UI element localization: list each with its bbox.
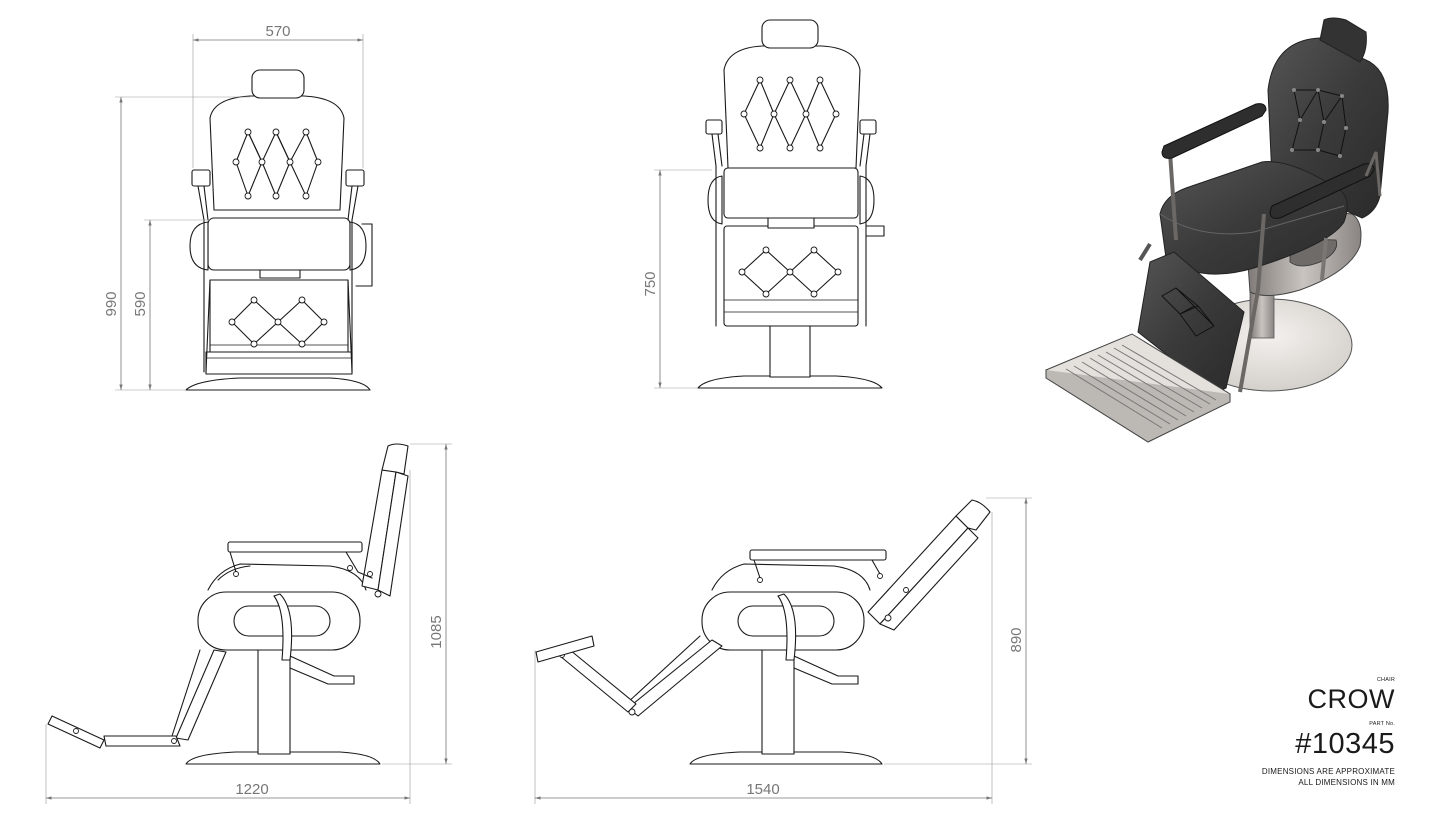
part-number: #10345 xyxy=(1295,728,1395,760)
dimension-seat-height: 590 xyxy=(132,219,210,390)
dimension-label-1540: 1540 xyxy=(746,781,779,798)
part-number-label: PART No. xyxy=(1369,721,1395,727)
title-block: CHAIR CROW PART No. #10345 DIMENSIONS AR… xyxy=(1135,676,1395,788)
model-name: CROW xyxy=(1307,684,1395,714)
dimension-front-width: 570 xyxy=(192,23,364,168)
rear-view xyxy=(697,19,885,389)
dimension-label-1220: 1220 xyxy=(235,781,268,798)
reclined-view xyxy=(535,499,991,765)
note-units: ALL DIMENSIONS IN MM xyxy=(1298,778,1395,787)
dimension-label-890: 890 xyxy=(1008,627,1025,652)
dimension-rear-height: 750 xyxy=(642,169,712,389)
dimension-label-590: 590 xyxy=(132,291,149,316)
dimension-side-height: 1085 xyxy=(382,443,452,765)
side-view xyxy=(47,443,409,765)
dimension-label-990: 990 xyxy=(103,291,120,316)
dimension-label-750: 750 xyxy=(642,271,659,296)
dimension-label-1085: 1085 xyxy=(428,615,445,648)
isometric-render xyxy=(1044,17,1389,443)
front-view xyxy=(185,69,373,391)
dimension-side-length: 1220 xyxy=(45,470,411,804)
dimension-recline-height: 890 xyxy=(884,497,1032,765)
dimension-recline-length: 1540 xyxy=(534,512,993,804)
category-label: CHAIR xyxy=(1376,677,1395,683)
note-approximate: DIMENSIONS ARE APPROXIMATE xyxy=(1261,767,1395,776)
dimension-front-height: 990 xyxy=(103,96,250,391)
dimension-label-570: 570 xyxy=(265,23,290,40)
